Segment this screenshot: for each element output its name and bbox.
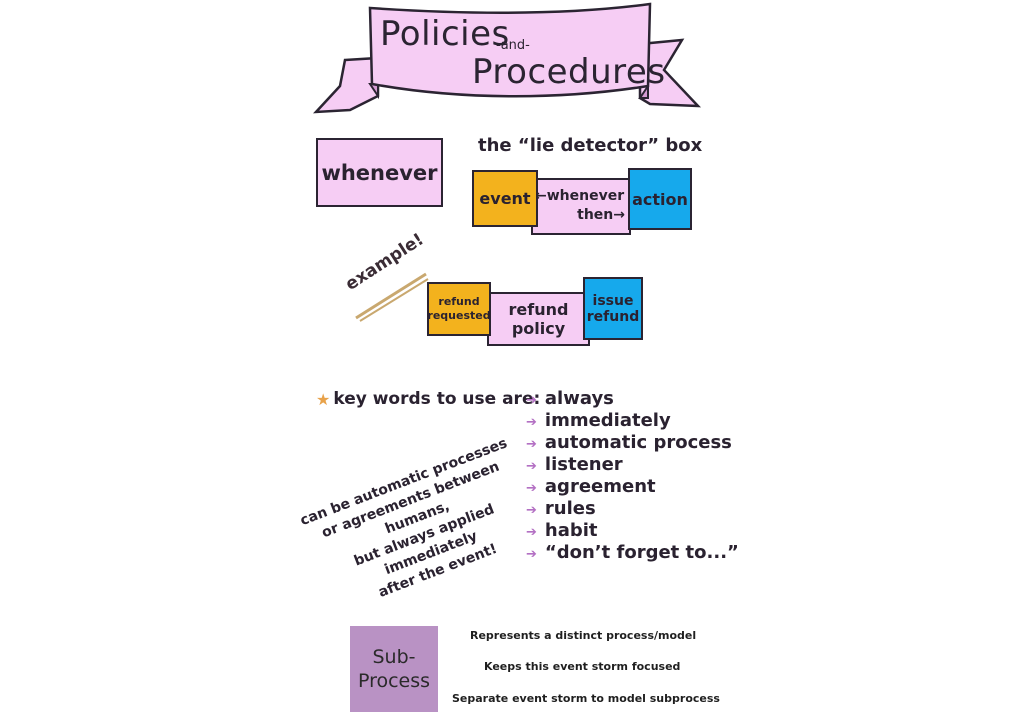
keyword-item: ➔ “don’t forget to...” [526,542,739,564]
keyword-text: always [544,388,614,409]
arrow-right-icon: ➔ [526,393,537,408]
issue-refund-line2: refund [586,308,640,325]
subprocess-box: Sub- Process [350,626,438,712]
banner-title-line1: Policies [380,14,510,54]
whenever-box: whenever [316,138,443,207]
refund-requested-line1: refund [438,295,480,308]
keyword-text: automatic process [544,432,732,453]
example-underline [355,272,429,322]
legend-item-1: Represents a distinct process/model [470,629,697,642]
note-block: can be automatic processes or agreements… [293,433,549,622]
refund-requested-line2: requested [427,309,491,322]
banner-main [368,2,652,98]
subprocess-line1: Sub- [372,646,416,668]
issue-refund-sticky: issue refund [583,277,643,340]
refund-policy-line1: refund [508,300,569,319]
banner-left-tail [312,56,380,114]
arrow-right-icon: ➔ [526,525,537,540]
subprocess-line2: Process [357,670,431,692]
action-sticky: action [628,168,692,230]
keyword-item: ➔ always [526,388,739,410]
banner-title-line2: Procedures [472,52,666,92]
keyword-item: ➔ automatic process [526,432,739,454]
keyword-text: rules [544,498,596,519]
banner-connector: -and- [496,38,530,53]
policy-whenever-label: ←whenever [535,188,625,204]
keyword-item: ➔ rules [526,498,739,520]
event-sticky: event [472,170,538,227]
refund-requested-sticky: refund requested [427,282,491,336]
keyword-item: ➔ habit [526,520,739,542]
keyword-text: listener [544,454,623,475]
refund-policy-line2: policy [511,319,566,338]
star-icon: ★ [316,389,331,409]
keyword-text: immediately [544,410,671,431]
arrow-right-icon: ➔ [526,437,537,452]
arrow-right-icon: ➔ [526,459,537,474]
keywords-list: ➔ always ➔ immediately ➔ automatic process ➔ li… [526,388,739,564]
legend-item-2: Keeps this event storm focused [484,660,681,673]
arrow-right-icon: ➔ [526,415,537,430]
legend-item-3: Separate event storm to model subprocess [452,692,720,705]
keyword-item: ➔ immediately [526,410,739,432]
arrow-right-icon: ➔ [526,547,537,562]
arrow-right-icon: ➔ [526,503,537,518]
keywords-heading-text: key words to use are: [333,389,541,409]
keyword-item: ➔ listener [526,454,739,476]
policy-box: ←whenever then→ [531,178,631,235]
keyword-text: agreement [544,476,656,497]
refund-policy-box: refund policy [487,292,590,346]
banner-right-fold [638,82,649,99]
arrow-right-icon: ➔ [526,481,537,496]
keywords-heading: ★ key words to use are: [316,388,540,410]
title-banner [312,2,702,114]
keyword-text: “don’t forget to...” [544,542,739,563]
keyword-item: ➔ agreement [526,476,739,498]
policy-then-label: then→ [577,207,625,223]
keyword-text: habit [544,520,598,541]
lie-detector-title: the “lie detector” box [478,135,703,156]
issue-refund-line1: issue [592,292,634,309]
